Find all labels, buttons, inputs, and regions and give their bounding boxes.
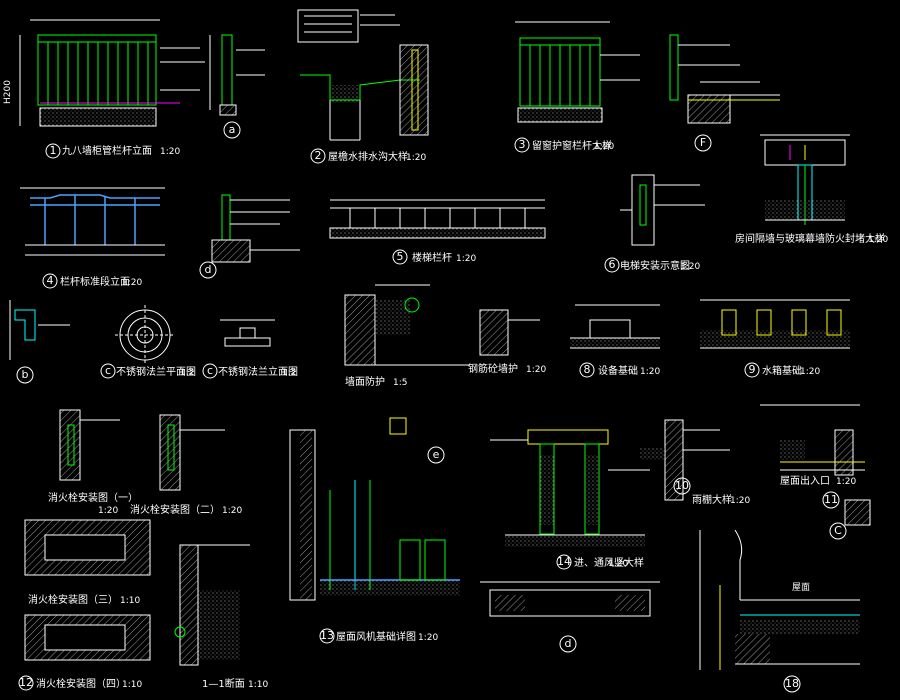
detail-5-marker: 5 <box>397 250 404 263</box>
detail-9-tank-base: 9 水箱基础 1:20 <box>700 299 850 378</box>
detail-8-scale: 1:20 <box>640 367 660 377</box>
detail-a-section: a <box>209 34 265 139</box>
detail-10-scale: 1:20 <box>730 496 750 506</box>
detail-14-vent-shaft: 14 进、通风竖大样 1:20 <box>490 429 650 570</box>
detail-10-canopy: 10 雨棚大样 1:20 <box>640 419 750 506</box>
detail-13-roof-fan-base: e 13 屋面风机基础详图 1:20 <box>289 417 460 644</box>
detail-11-marker: 11 <box>824 493 838 506</box>
hydrant-4-title: 消火栓安装图（四） <box>36 677 126 690</box>
detail-6-marker: 6 <box>609 258 616 271</box>
wall-protection-title: 墙面防护 <box>345 375 385 388</box>
detail-d-marker: d <box>205 263 212 276</box>
detail-d-anchor: d <box>199 194 300 279</box>
detail-5-stair-railing: 5 楼梯栏杆 1:20 <box>329 199 546 265</box>
detail-11-title: 屋面出入口 <box>780 474 830 487</box>
detail-8-marker: 8 <box>584 363 591 376</box>
detail-3-window-guard: 3 留窗护窗栏杆大样 1:20 <box>514 21 640 153</box>
detail-1-scale: 1:20 <box>160 147 180 157</box>
hydrant-4-marker: 12 <box>19 676 33 689</box>
detail-8-equipment-base: 8 设备基础 1:20 <box>570 304 660 378</box>
detail-d-beam: d <box>480 581 660 653</box>
detail-F-marker: F <box>700 136 706 149</box>
detail-wall-protection: 墙面防护 1:5 钢筋砼墙护 1:20 <box>344 284 546 388</box>
detail-c1-marker: c <box>105 364 111 377</box>
detail-5-title: 楼梯栏杆 <box>412 251 452 264</box>
detail-2-scale: 1:20 <box>406 153 426 163</box>
detail-6-elevator: 6 电梯安装示意图 1:20 <box>604 174 705 273</box>
detail-d2-marker: d <box>565 637 572 650</box>
detail-11-scale: 1:20 <box>836 477 856 487</box>
detail-3-scale: 1:20 <box>594 142 614 152</box>
detail-8-title: 设备基础 <box>598 364 638 377</box>
detail-9-marker: 9 <box>749 363 756 376</box>
detail-hydrant-3: 消火栓安装图（三） 1:10 <box>24 519 151 606</box>
hydrant-2-title: 消火栓安装图（二） <box>130 503 220 516</box>
detail-3-title: 留窗护窗栏杆大样 <box>532 139 612 152</box>
hydrant-3-scale: 1:10 <box>120 596 140 606</box>
detail-10-marker: 10 <box>675 479 689 492</box>
detail-c1-title: 不锈钢法兰平面图 <box>116 365 196 378</box>
detail-1-marker: 1 <box>50 144 57 157</box>
detail-4-marker: 4 <box>47 274 54 287</box>
detail-hydrant-4: 12 消火栓安装图（四） 1:10 <box>18 614 151 691</box>
hydrant-1-scale: 1:20 <box>98 506 118 516</box>
detail-13-marker: 13 <box>320 629 334 642</box>
detail-e-marker: e <box>433 448 440 461</box>
detail-13-scale: 1:20 <box>418 633 438 643</box>
detail-c-flange-elevation: c 不锈钢法兰立面图 1:2 <box>202 319 298 379</box>
detail-c2-title: 不锈钢法兰立面图 <box>218 365 298 378</box>
detail-6-title: 电梯安装示意图 <box>620 259 690 272</box>
detail-2-title: 屋檐水排水沟大样 <box>328 150 408 163</box>
detail-4-railing-standard: 4 栏杆标准段立面 1:20 <box>20 187 165 289</box>
detail-a-marker: a <box>229 123 236 136</box>
detail-1-railing-elevation: H200 1 九八墙柜管栏杆立面 1:20 <box>3 19 205 159</box>
detail-c2-scale: 1:2 <box>282 368 296 378</box>
detail-9-scale: 1:20 <box>800 367 820 377</box>
hydrant-4-scale: 1:10 <box>122 680 142 690</box>
detail-14-title: 进、通风竖大样 <box>574 556 644 569</box>
detail-c-flange-plan: c 不锈钢法兰平面图 1:2 <box>100 305 196 379</box>
detail-5-scale: 1:20 <box>456 254 476 264</box>
hydrant-1-title: 消火栓安装图（一） <box>48 491 138 504</box>
detail-7-fire-stop: 房间隔墙与玻璃幕墙防火封堵大样 1:20 <box>735 134 888 245</box>
hydrant-2-scale: 1:20 <box>222 506 242 516</box>
detail-13-title: 屋面风机基础详图 <box>336 630 416 643</box>
detail-18-roof-edge: 屋面 18 <box>699 529 860 693</box>
detail-section-1-1: 1—1断面 1:10 <box>174 544 268 690</box>
detail-2-marker: 2 <box>315 149 322 162</box>
detail-18-marker: 18 <box>785 677 799 690</box>
detail-4-title: 栏杆标准段立面 <box>60 275 130 288</box>
detail-4-scale: 1:20 <box>122 278 142 288</box>
roof-label: 屋面 <box>792 582 810 593</box>
section-scale: 1:10 <box>248 680 268 690</box>
wall-guard-scale: 1:20 <box>526 365 546 375</box>
detail-14-marker: 14 <box>557 555 571 568</box>
wall-guard-title: 钢筋砼墙护 <box>468 362 518 375</box>
detail-9-title: 水箱基础 <box>762 364 802 377</box>
detail-1-title: 九八墙柜管栏杆立面 <box>62 144 152 157</box>
height-label: H200 <box>3 80 13 104</box>
section-title: 1—1断面 <box>202 677 245 690</box>
detail-C-marker: C <box>834 524 842 537</box>
hydrant-3-title: 消火栓安装图（三） <box>28 593 118 606</box>
detail-c2-marker: c <box>207 364 213 377</box>
detail-c1-scale: 1:2 <box>180 368 194 378</box>
detail-6-scale: 1:20 <box>680 262 700 272</box>
detail-10-title: 雨棚大样 <box>692 493 732 506</box>
detail-F-parapet: F <box>669 34 780 152</box>
detail-14-scale: 1:20 <box>608 559 628 569</box>
detail-7-scale: 1:20 <box>868 235 888 245</box>
detail-b-bracket: b <box>9 300 70 384</box>
wall-protection-scale: 1:5 <box>393 378 407 388</box>
detail-11-roof-access: 11 屋面出入口 1:20 <box>760 404 865 509</box>
detail-2-drainage: 2 屋檐水排水沟大样 1:20 <box>297 9 429 164</box>
detail-hydrant-1-2: 消火栓安装图（一） 1:20 消火栓安装图（二） 1:20 <box>48 409 242 516</box>
detail-3-marker: 3 <box>519 138 526 151</box>
detail-7-title: 房间隔墙与玻璃幕墙防火封堵大样 <box>735 232 885 245</box>
detail-b-marker: b <box>22 368 29 381</box>
detail-C-bracket: C <box>829 499 871 540</box>
